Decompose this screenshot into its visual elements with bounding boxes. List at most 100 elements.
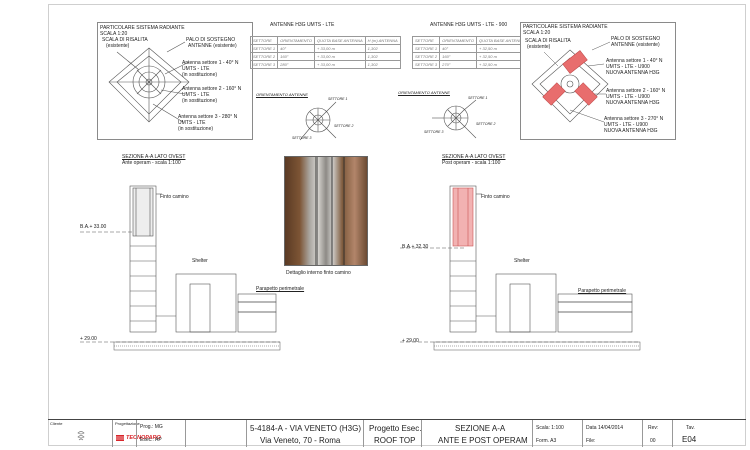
left-sector2-label: SETTORE 2	[334, 124, 354, 128]
cliente-label: Cliente	[50, 421, 63, 426]
right-sector2-label: SETTORE 2	[476, 122, 496, 126]
left-plan-s1c: (in sostituzione)	[182, 72, 218, 78]
tav-label: Tav.	[686, 425, 695, 431]
table-cell: 40°	[439, 44, 478, 53]
left-orient-label: ORIENTAMENTO ANTENNE	[256, 92, 308, 97]
left-plan-s3: Antenna settore 3 - 280° N	[178, 114, 238, 120]
chimney-interior-photo	[284, 156, 368, 266]
site-address: Via Veneto, 70 - Roma	[260, 436, 341, 445]
esec-value: Esec.: AP	[140, 437, 162, 443]
table-cell: 280°	[277, 60, 316, 69]
tav-value: E04	[682, 435, 697, 444]
tb-cell-divider	[112, 420, 113, 447]
left-plan-s1b: UMTS - LTE	[182, 66, 210, 72]
photo-caption: Dettaglio interno finto camino	[286, 270, 351, 276]
left-plan-s3c: (in sostituzione)	[178, 126, 214, 132]
left-antenna-table: SETTORE ORIENTAMENTO QUOTA BASE ANTENNA …	[249, 36, 401, 69]
sheet-border	[48, 4, 746, 446]
right-plan-pole-note: ANTENNE (esistente)	[611, 42, 660, 48]
table-cell: SETTORE 1	[411, 44, 441, 53]
left-plan-scale: SCALA 1:20	[100, 31, 128, 37]
left-plan-riser-note: (esistente)	[106, 43, 130, 49]
table-row: SETTORE 3 280° + 33,00 m 1,302	[249, 60, 401, 69]
right-sector3-label: SETTORE 3	[424, 130, 444, 134]
table-cell: 40°	[277, 44, 316, 53]
right-plan-s3c: NUOVA ANTENNA H3G	[604, 128, 658, 134]
right-level-base: + 29.00	[402, 338, 419, 344]
left-section-drawing	[80, 185, 281, 351]
right-plan-s1c: NUOVA ANTENNA H3G	[606, 70, 660, 76]
right-plan-title: PARTICOLARE SISTEMA RADIANTE	[523, 24, 608, 30]
right-plan-scale: SCALA 1:20	[523, 30, 551, 36]
left-plan-detail	[97, 22, 253, 140]
right-table-title: ANTENNE H3G UMTS - LTE - 900	[430, 22, 508, 28]
sheet-title: SEZIONE A-A	[455, 424, 506, 433]
right-plan-s2b: UMTS - LTE - U900	[606, 94, 650, 100]
right-parapet-label: Parapetto perimetrale	[578, 288, 627, 294]
left-section-sub: Ante operam - scala 1:100	[122, 160, 181, 166]
tb-cell-divider	[246, 420, 247, 447]
right-section-drawing	[400, 185, 641, 351]
right-plan-riser: SCALA DI RISALITA	[525, 38, 571, 44]
right-plan-riser-note: (esistente)	[527, 44, 551, 50]
table-row: SETTORE 2 160° + 33,00 m 1,302	[249, 52, 401, 61]
right-chimney-label: Finto camino	[481, 194, 510, 200]
table-cell: 1,302	[364, 44, 401, 53]
left-plan-s2b: UMTS - LTE	[182, 92, 210, 98]
right-plan-s2: Antenna settore 2 - 160° N	[606, 88, 666, 94]
right-plan-s3: Antenna settore 3 - 270° N	[604, 116, 664, 122]
rev-label: Rev:	[648, 425, 659, 431]
left-sector3-label: SETTORE 3	[292, 136, 312, 140]
left-level-top: B.A.+ 33.00	[80, 224, 107, 230]
left-plan-pole-note: ANTENNE (esistente)	[188, 43, 237, 49]
right-level-top: B.A.+ 32.30	[402, 244, 429, 250]
table-header-cell: H (m) ANTENNA	[364, 36, 401, 45]
right-plan-drawing	[531, 41, 611, 123]
sheet-subtitle: ANTE E POST OPERAM	[438, 436, 528, 445]
left-plan-s2: Antenna settore 2 - 160° N	[182, 86, 242, 92]
left-plan-s2c: (in sostituzione)	[182, 98, 218, 104]
tb-cell-divider	[532, 420, 533, 447]
left-section-title: SEZIONE A-A LATO OVEST	[122, 154, 186, 160]
right-sector1-label: SETTORE 1	[468, 96, 488, 100]
left-sector1-label: SETTORE 1	[328, 97, 348, 101]
table-header-cell: SETTORE	[249, 36, 279, 45]
designer-logo-text: TECNOPARO	[126, 435, 161, 441]
right-section-title: SEZIONE A-A LATO OVEST	[442, 154, 506, 160]
site-code: 5-4184-A - VIA VENETO (H3G)	[250, 424, 362, 433]
table-cell: + 33,00 m	[314, 44, 366, 53]
table-header-row: SETTORE ORIENTAMENTO QUOTA BASE ANTENNA …	[249, 36, 401, 45]
file-label: File:	[586, 438, 596, 444]
tb-cell-divider	[136, 420, 137, 447]
tb-cell-divider	[582, 420, 583, 447]
date-value: Data 14/04/2014	[586, 425, 623, 431]
left-plan-s1: Antenna settore 1 - 40° N	[182, 60, 239, 66]
table-header-cell: ORIENTAMENTO	[277, 36, 316, 45]
left-table-title: ANTENNE H3G UMTS - LTE	[270, 22, 335, 28]
table-header-cell: ORIENTAMENTO	[439, 36, 478, 45]
table-cell: 160°	[277, 52, 316, 61]
left-parapet-label: Parapetto perimetrale	[256, 286, 305, 292]
progettazione-label: Progettazione	[115, 421, 140, 426]
left-plan-drawing	[108, 41, 190, 123]
table-cell: SETTORE 2	[411, 52, 441, 61]
table-cell: SETTORE 3	[411, 60, 441, 69]
left-plan-riser: SCALA DI RISALITA	[102, 37, 148, 43]
prog-value: Prog.: MG	[140, 424, 163, 430]
table-header-cell: SETTORE	[411, 36, 441, 45]
right-plan-detail	[520, 22, 676, 140]
right-plan-s2c: NUOVA ANTENNA H3G	[606, 100, 660, 106]
format-value: Form. A3	[536, 438, 557, 444]
table-cell: 1,302	[364, 52, 401, 61]
table-cell: + 33,00 m	[314, 52, 366, 61]
table-cell: 160°	[439, 52, 478, 61]
right-plan-s1b: UMTS - LTE - U900	[606, 64, 650, 70]
table-row: SETTORE 1 40° + 33,00 m 1,302	[249, 44, 401, 53]
designer-logo-icon	[116, 435, 124, 441]
left-level-base: + 29.00	[80, 336, 97, 342]
project-phase: Progetto Esec.	[369, 424, 422, 433]
table-cell: + 33,00 m	[314, 60, 366, 69]
project-area: ROOF TOP	[374, 436, 416, 445]
left-plan-s3b: UMTS - LTE	[178, 120, 206, 126]
tb-cell-divider	[185, 420, 186, 447]
